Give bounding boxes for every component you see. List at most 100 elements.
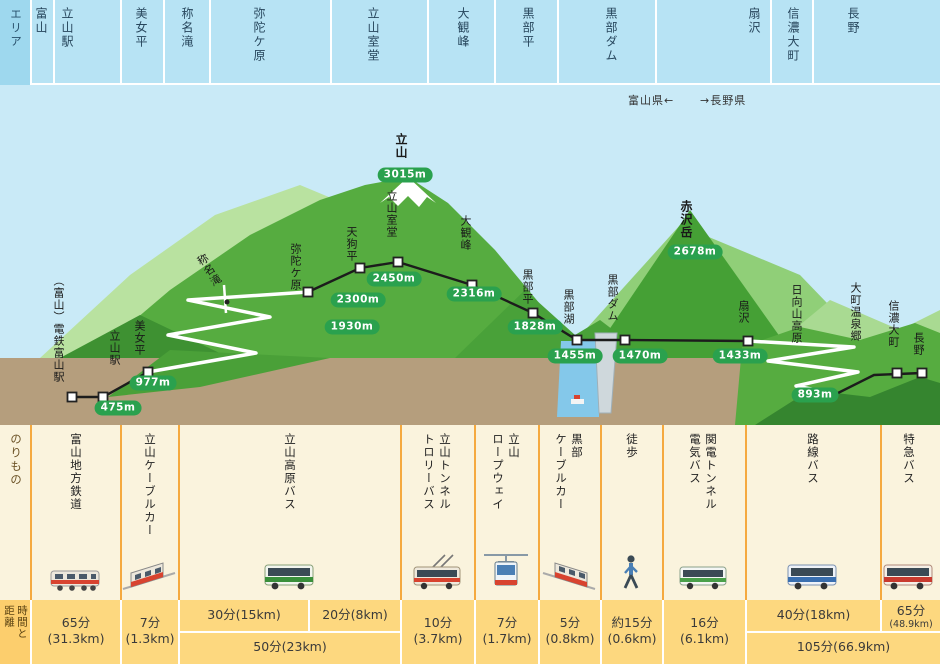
header-divider xyxy=(163,0,165,85)
segment-time: 16分 (6.1km) xyxy=(664,615,745,647)
station-label-kurobedaira: 黒部平 xyxy=(521,269,534,305)
elevation-badge: 1930m xyxy=(324,319,380,335)
switchback-road-right xyxy=(747,339,860,396)
area-kurobedaira: 黒部平 xyxy=(521,7,535,49)
mode-ropeway: 立山 ロープウェイ xyxy=(491,433,521,511)
electric-bus-icon xyxy=(679,566,727,590)
mode-highland-bus: 立山高原バス xyxy=(283,433,297,511)
mode-express-bus: 特急バス xyxy=(902,433,916,485)
time-distance-corner: 時間と 距離 xyxy=(0,600,30,664)
mode-kurobe-cablecar: 黒部 ケーブルカー xyxy=(554,433,584,511)
station-label-kurobe-dam: 黒部ダム xyxy=(606,274,619,322)
station-marker xyxy=(302,286,314,298)
segment-time: 30分(15km) xyxy=(207,607,281,622)
boat-cabin xyxy=(574,395,580,399)
segment-time: 7分 (1.7km) xyxy=(476,615,538,647)
segment-minutes: 65分 xyxy=(896,603,926,618)
segment-time: 7分 (1.3km) xyxy=(122,615,178,647)
segment-time-total: 50分(23km) xyxy=(253,639,327,654)
station-label-tengudaira: 天狗平 xyxy=(345,226,358,262)
elevation-badge: 2450m xyxy=(366,271,422,287)
ropeway-icon xyxy=(484,554,528,586)
elevation-badge: 2300m xyxy=(330,292,386,308)
area-kurobe-dam: 黒部ダム xyxy=(604,7,618,63)
segment-km: (1.3km) xyxy=(125,631,175,646)
prefecture-toyama: 富山県← xyxy=(628,94,675,107)
segment-minutes: 5分 xyxy=(559,615,581,630)
segment-km: (48.9km) xyxy=(889,619,933,630)
area-shinano-omachi: 信濃大町 xyxy=(786,7,800,63)
elevation-badge: 977m xyxy=(129,375,177,391)
prefecture-nagano: →長野県 xyxy=(700,94,747,107)
station-label-bijodaira: 美女平 xyxy=(133,320,146,356)
time-divider xyxy=(120,600,122,664)
cablecar-icon xyxy=(542,562,596,590)
time-divider xyxy=(474,600,476,664)
header-divider xyxy=(53,0,55,85)
elevation-badge: 2678m xyxy=(667,244,723,260)
train-icon xyxy=(50,570,100,591)
walker-icon xyxy=(623,555,639,589)
area-tateyama-sta: 立山駅 xyxy=(60,7,74,49)
time-divider xyxy=(662,600,664,664)
cablecar-icon xyxy=(122,562,176,590)
elevation-badge: 1455m xyxy=(547,348,603,364)
segment-minutes: 7分 xyxy=(496,615,518,630)
station-label-hinatayama: 日向山高原 xyxy=(790,284,803,344)
area-shomyodaki: 称名滝 xyxy=(180,7,194,49)
elevation-badge: 893m xyxy=(791,387,839,403)
station-marker xyxy=(571,334,583,346)
area-header-corner: エリア xyxy=(0,0,30,85)
snow-cap xyxy=(380,177,436,207)
segment-km: (1.7km) xyxy=(482,631,532,646)
transport-section-label: のりもの xyxy=(9,433,23,487)
header-divider xyxy=(655,0,657,85)
station-label-omachi-onsen: 大町温泉郷 xyxy=(849,282,862,342)
station-label-murodo: 立山室堂 xyxy=(385,190,398,238)
transport-divider xyxy=(30,425,32,600)
boat xyxy=(571,399,584,404)
mode-trolleybus: 立山トンネル トロリーバス xyxy=(422,433,452,511)
transport-divider xyxy=(538,425,540,600)
route-cross-section: 富山県← →長野県 （富山）電鉄富山駅 立山駅 美女平 称名滝 弥陀ケ原 天狗平… xyxy=(0,85,940,425)
segment-km: (3.7km) xyxy=(413,631,463,646)
station-label-ogizawa: 扇沢 xyxy=(737,300,750,324)
station-marker xyxy=(619,334,631,346)
header-divider xyxy=(770,0,772,85)
area-header-label: エリア xyxy=(9,8,23,49)
mode-chitetsu: 富山地方鉄道 xyxy=(69,433,83,511)
header-divider xyxy=(330,0,332,85)
segment-minutes: 65分 xyxy=(61,615,91,630)
elevation-badge: 1828m xyxy=(507,319,563,335)
area-daikanbo: 大観峰 xyxy=(456,7,470,49)
transport-divider xyxy=(178,425,180,600)
transport-divider xyxy=(745,425,747,600)
shomyo-falls-dot xyxy=(224,299,230,305)
elevation-badge: 475m xyxy=(94,400,142,416)
station-label-nagano: 長野 xyxy=(912,332,925,356)
time-distance-section: 時間と 距離 65分 (31.3km) 7分 (1.3km) 30分(15km)… xyxy=(0,600,940,664)
transport-divider xyxy=(880,425,882,600)
station-label-daikanbo: 大観峰 xyxy=(459,215,472,251)
segment-time: 約15分 (0.6km) xyxy=(602,615,662,647)
transport-divider xyxy=(600,425,602,600)
time-distance-label: 時間と 距離 xyxy=(3,605,28,640)
express-bus-icon xyxy=(883,564,933,590)
time-divider-half xyxy=(880,600,882,632)
header-divider xyxy=(557,0,559,85)
time-divider-horizontal xyxy=(178,631,400,633)
mode-walk: 徒歩 xyxy=(625,433,639,459)
station-label-midagahara: 弥陀ケ原 xyxy=(289,243,302,291)
station-marker xyxy=(742,335,754,347)
area-murodo: 立山室堂 xyxy=(366,7,380,63)
station-label-kurobeko: 黒部湖 xyxy=(562,289,575,325)
segment-minutes: 16分 xyxy=(690,615,719,630)
time-divider xyxy=(30,600,32,664)
peak-label-tateyama: 立山 xyxy=(394,133,408,159)
highland-bus-icon xyxy=(264,564,314,590)
station-label-dentetsu-toyama: （富山）電鉄富山駅 xyxy=(52,275,65,383)
header-divider xyxy=(812,0,814,85)
segment-time: 65分 (31.3km) xyxy=(32,615,120,647)
header-divider xyxy=(30,0,32,85)
